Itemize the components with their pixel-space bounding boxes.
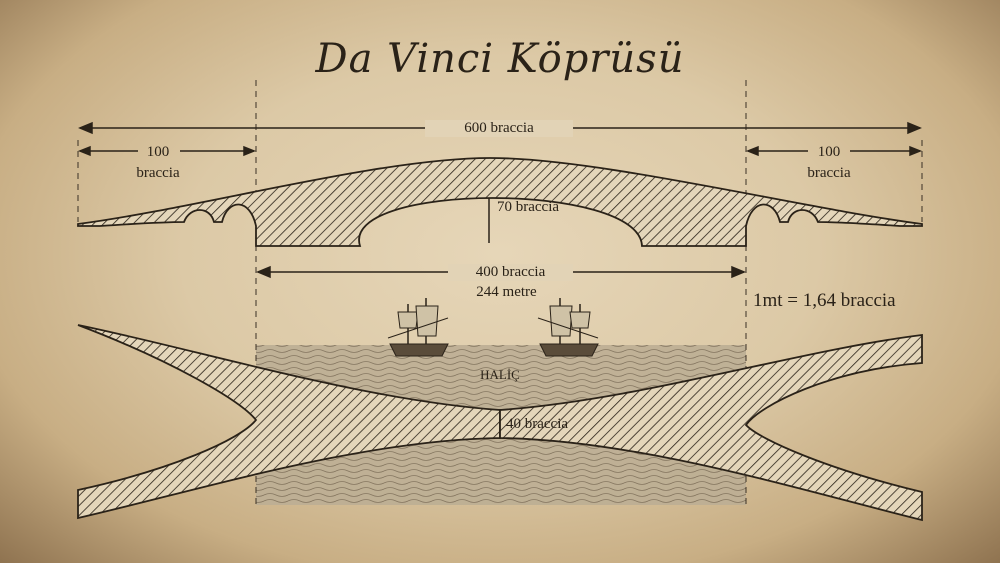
arch-height-label: 70 braccia — [497, 199, 560, 215]
sailing-ship-icon — [537, 298, 599, 357]
total-length-label: 600 braccia — [425, 120, 573, 137]
span-metres-label: 244 metre — [476, 284, 537, 300]
bridge-plan-left-fork — [77, 324, 501, 520]
waterway-label: HALİÇ — [480, 367, 520, 382]
diagram-title: Da Vinci Köprüsü — [315, 36, 685, 82]
deck-width-label: 40 braccia — [506, 416, 569, 432]
right-end-unit: braccia — [807, 165, 851, 181]
left-end-unit: braccia — [136, 165, 180, 181]
left-end-value: 100 — [146, 144, 170, 160]
span-braccia-label: 400 braccia — [448, 264, 573, 281]
dimension-arrows — [77, 121, 923, 439]
scale-note: 1mt = 1,64 braccia — [753, 290, 896, 311]
bridge-elevation — [77, 157, 923, 247]
sailing-ship-icon — [387, 298, 449, 357]
bridge-plan-right-fork — [499, 333, 923, 522]
right-end-value: 100 — [817, 144, 841, 160]
